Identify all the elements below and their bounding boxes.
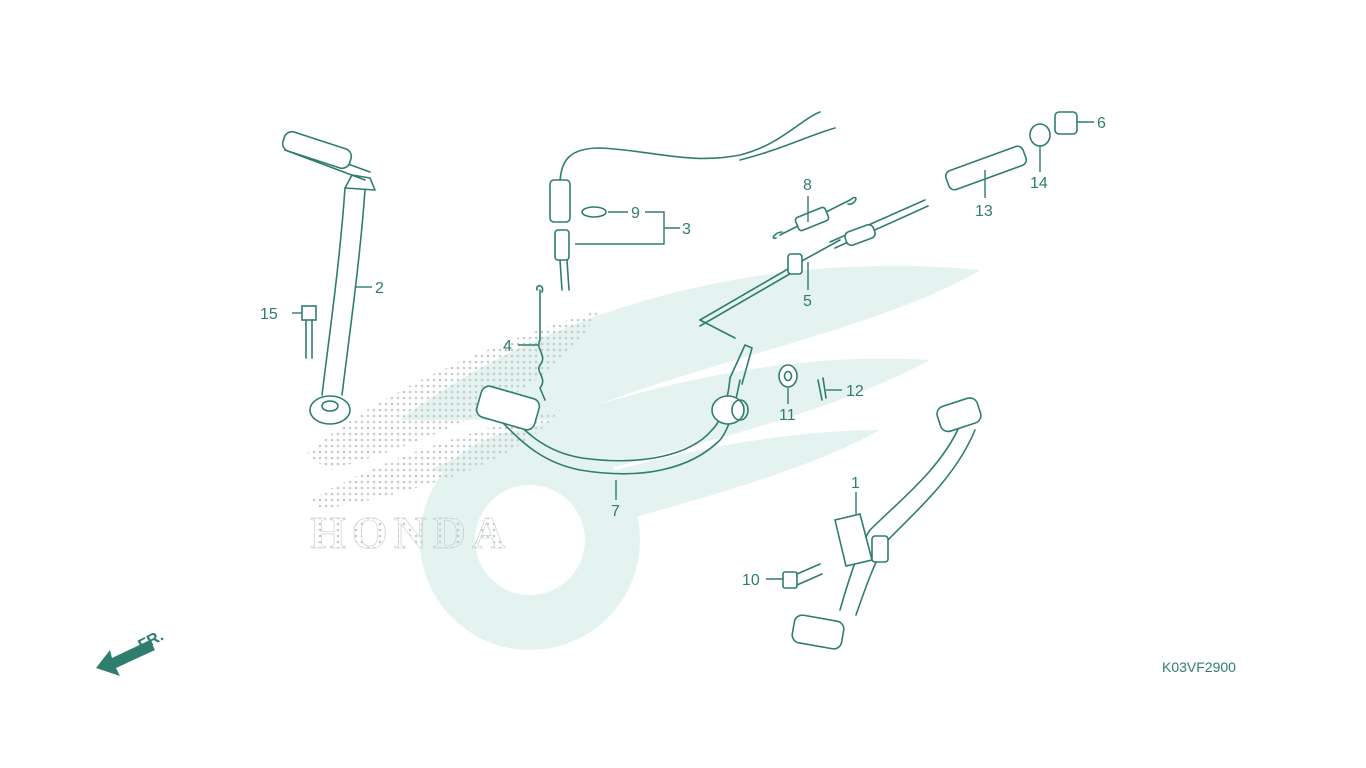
bolt-10 (782, 563, 823, 589)
brake-switch-cable (549, 111, 836, 291)
callout-6: 6 (1097, 115, 1106, 132)
collar-14 (1029, 123, 1051, 147)
callouts: 1 2 3 4 5 6 7 8 9 10 11 12 13 14 15 (260, 115, 1106, 589)
brake-rod (699, 199, 929, 339)
nut-6 (1054, 111, 1078, 135)
washer-11 (778, 364, 798, 388)
callout-9: 9 (631, 205, 640, 222)
spring-4 (535, 284, 546, 401)
callout-10: 10 (742, 572, 760, 589)
leader-lines (292, 121, 1094, 580)
callout-3: 3 (682, 221, 691, 238)
spring-8 (772, 196, 857, 240)
diagram-code: K03VF2900 (1162, 659, 1236, 675)
bolt-15 (301, 305, 317, 359)
front-arrow: FR. (96, 627, 166, 676)
callout-5: 5 (803, 293, 812, 310)
callout-8: 8 (803, 177, 812, 194)
callout-14: 14 (1030, 175, 1048, 192)
cotter-pin-12 (817, 377, 827, 401)
callout-7: 7 (611, 503, 620, 520)
rubber-13 (944, 145, 1028, 191)
honda-wordmark: HONDA (310, 507, 511, 558)
kick-starter-arm (281, 130, 376, 425)
callout-2: 2 (375, 280, 384, 297)
callout-1: 1 (851, 475, 860, 492)
callout-4: 4 (503, 338, 512, 355)
honda-wing-watermark (305, 265, 980, 650)
callout-15: 15 (260, 306, 278, 323)
callout-12: 12 (846, 383, 864, 400)
callout-11: 11 (779, 407, 796, 424)
callout-13: 13 (975, 203, 993, 220)
step-bar-1 (791, 397, 982, 650)
brake-pedal (475, 344, 753, 475)
